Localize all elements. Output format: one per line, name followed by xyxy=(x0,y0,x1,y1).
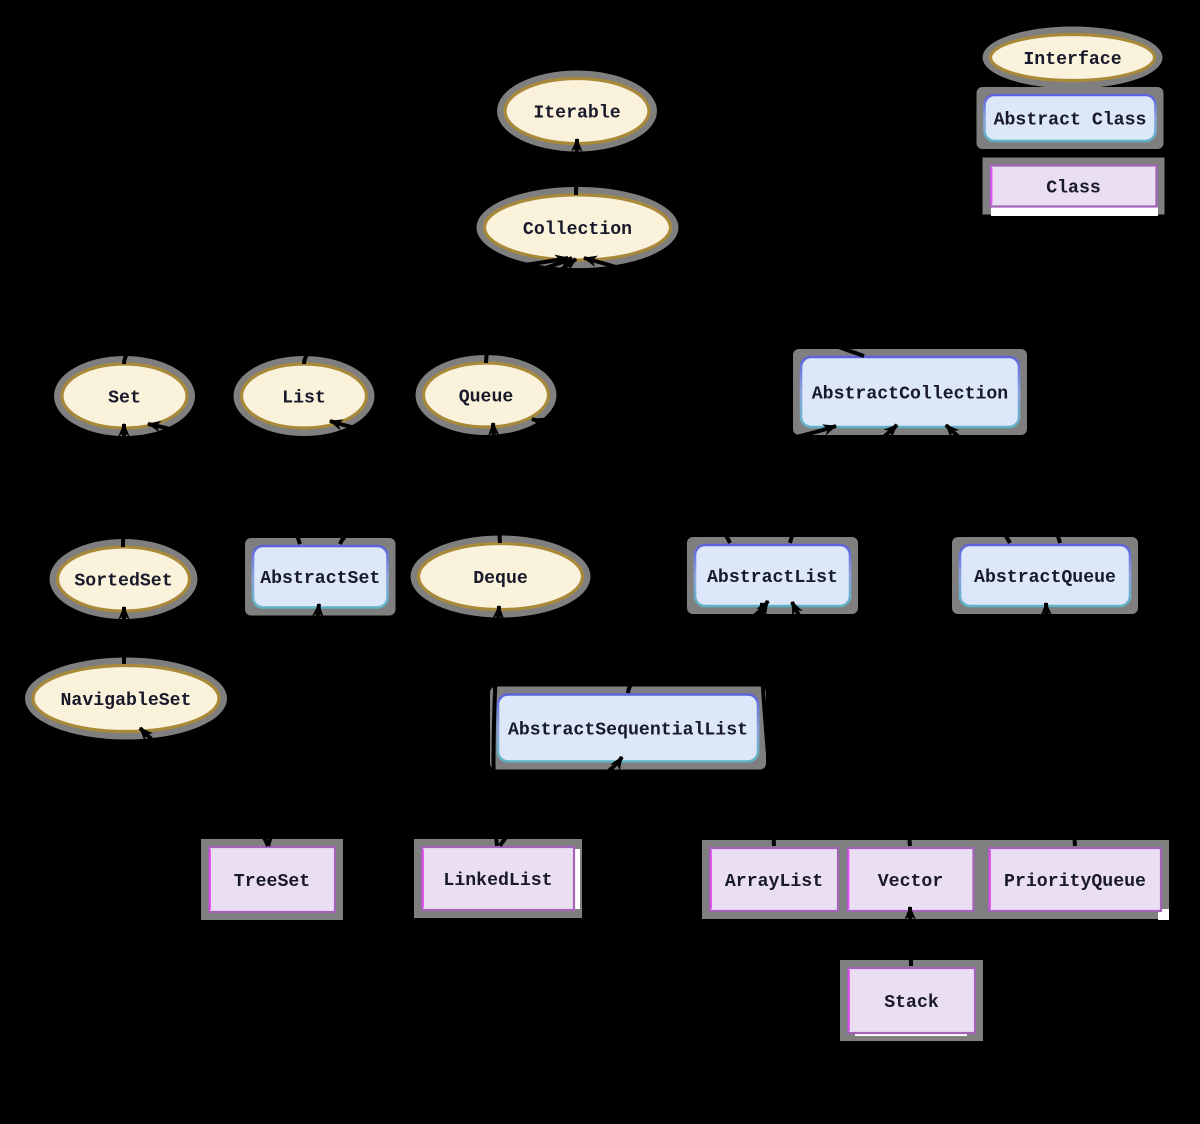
svg-text:SortedSet: SortedSet xyxy=(74,571,172,591)
svg-text:AbstractList: AbstractList xyxy=(707,568,838,588)
svg-text:Collection: Collection xyxy=(523,220,632,240)
svg-text:AbstractQueue: AbstractQueue xyxy=(974,568,1116,588)
svg-text:Deque: Deque xyxy=(473,569,528,589)
svg-text:AbstractCollection: AbstractCollection xyxy=(812,384,1008,404)
svg-text:LinkedList: LinkedList xyxy=(443,871,552,891)
svg-text:Vector: Vector xyxy=(878,872,944,892)
svg-text:PriorityQueue: PriorityQueue xyxy=(1004,872,1146,892)
svg-text:ArrayList: ArrayList xyxy=(725,872,823,892)
svg-text:TreeSet: TreeSet xyxy=(234,872,310,892)
svg-text:Abstract Class: Abstract Class xyxy=(994,110,1147,130)
svg-text:Set: Set xyxy=(108,388,141,408)
svg-text:NavigableSet: NavigableSet xyxy=(61,691,192,711)
svg-text:AbstractSet: AbstractSet xyxy=(260,569,380,589)
svg-text:List: List xyxy=(282,388,326,408)
svg-text:Interface: Interface xyxy=(1023,50,1121,70)
svg-text:Iterable: Iterable xyxy=(533,103,620,123)
svg-text:Stack: Stack xyxy=(884,993,939,1013)
svg-text:Class: Class xyxy=(1046,178,1101,198)
svg-text:AbstractSequentialList: AbstractSequentialList xyxy=(508,720,748,740)
svg-text:Queue: Queue xyxy=(459,387,514,407)
